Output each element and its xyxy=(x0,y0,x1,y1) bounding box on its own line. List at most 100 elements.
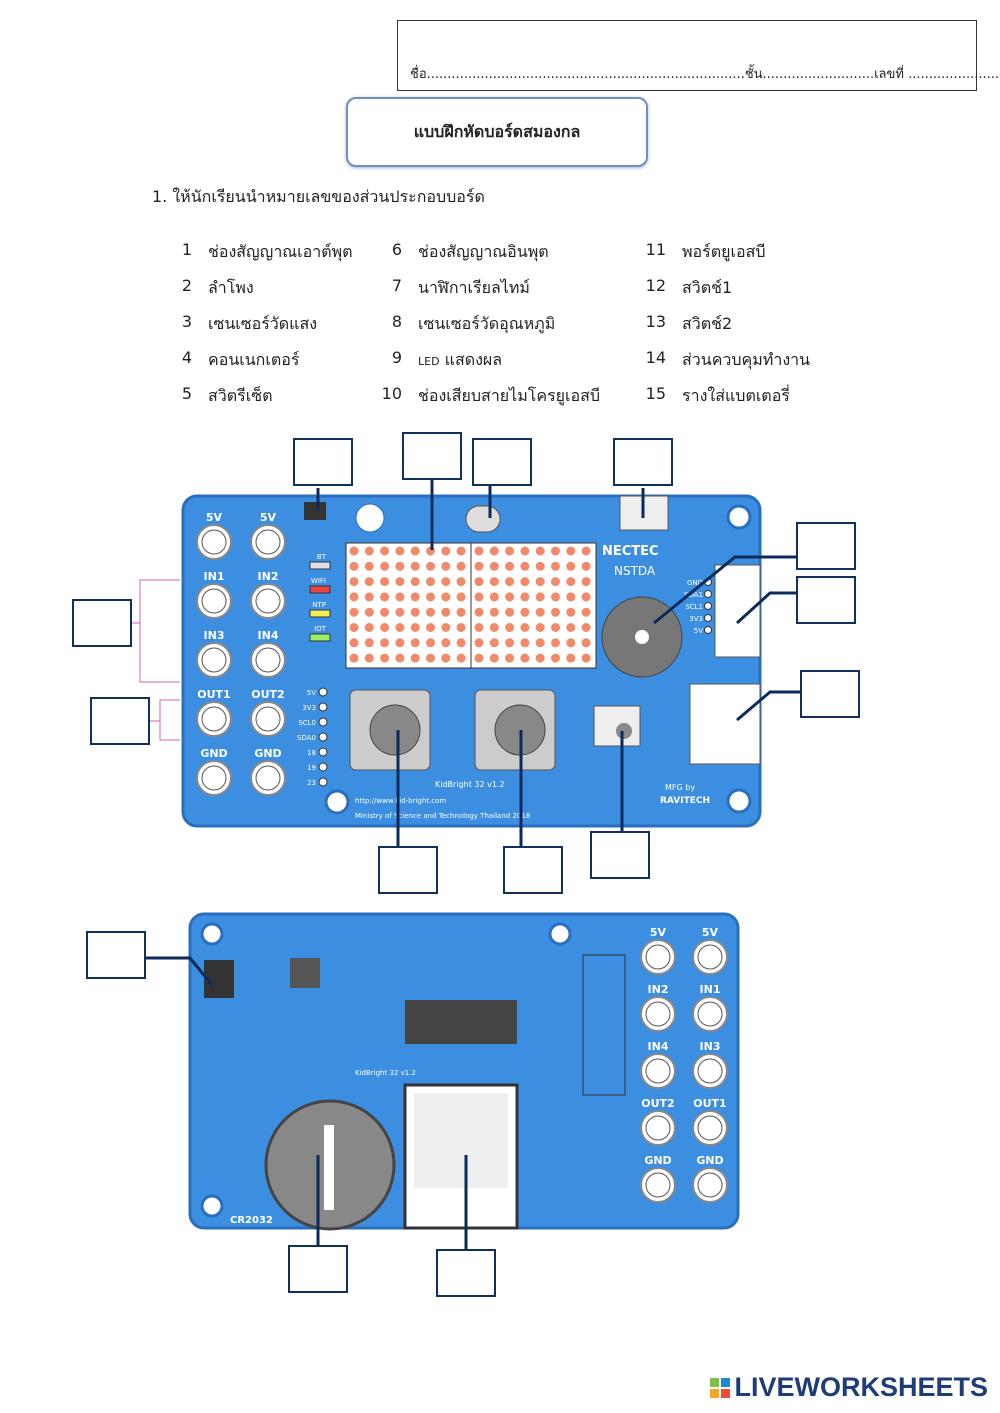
matrix-led xyxy=(456,592,466,602)
connector xyxy=(689,683,761,765)
matrix-led xyxy=(364,638,374,648)
legend-label: คอนเนกเตอร์ xyxy=(208,350,300,369)
matrix-led xyxy=(474,623,484,632)
legend-label: ช่องเสียบสายไมโครยูเอสบี xyxy=(418,386,601,405)
matrix-led xyxy=(551,546,560,556)
io-pin-label: 3V3 xyxy=(302,704,316,712)
matrix-led xyxy=(474,592,484,602)
matrix-led xyxy=(349,653,359,663)
led-label: IOT xyxy=(314,625,327,633)
matrix-led xyxy=(474,577,484,587)
matrix-led xyxy=(520,653,530,663)
matrix-led xyxy=(566,546,576,556)
matrix-led xyxy=(426,592,435,602)
matrix-led xyxy=(551,592,560,602)
pin-jack: IN3 xyxy=(692,1040,728,1089)
matrix-led xyxy=(364,561,374,571)
answer-box-14[interactable] xyxy=(288,1245,348,1293)
matrix-led xyxy=(441,623,451,632)
matrix-led xyxy=(581,607,591,617)
pin-jack: OUT2 xyxy=(250,688,286,737)
matrix-led xyxy=(380,638,390,648)
answer-box-4[interactable] xyxy=(613,438,673,486)
matrix-led xyxy=(505,546,515,556)
pin-jack: GND xyxy=(196,747,232,796)
reset-switch xyxy=(593,705,641,747)
answer-box-1[interactable] xyxy=(293,438,353,486)
answer-box-15[interactable] xyxy=(436,1249,496,1297)
matrix-led xyxy=(535,653,545,663)
matrix-led xyxy=(505,577,515,587)
legend-number: 4 xyxy=(181,348,192,367)
matrix-led xyxy=(380,561,390,571)
legend-label: สวิตช์2 xyxy=(682,314,733,333)
matrix-led xyxy=(441,592,451,602)
answer-box-12[interactable] xyxy=(590,831,650,879)
pin-jack: 5V xyxy=(250,511,286,560)
answer-box-9[interactable] xyxy=(90,697,150,745)
battery-label: CR2032 xyxy=(230,1215,273,1226)
matrix-led xyxy=(410,592,420,602)
legend-number: 2 xyxy=(181,276,192,295)
answer-box-6[interactable] xyxy=(796,576,856,624)
legend-label: รางใส่แบตเตอรี่ xyxy=(682,386,790,405)
matrix-led xyxy=(349,546,359,556)
legend-item: 15 รางใส่แบตเตอรี่ xyxy=(634,384,810,420)
pin-label: IN1 xyxy=(700,983,721,996)
legend-number: 10 xyxy=(381,384,402,403)
matrix-led xyxy=(581,592,591,602)
legend-number: 14 xyxy=(645,348,666,367)
matrix-led xyxy=(456,546,466,556)
answer-box-5[interactable] xyxy=(796,522,856,570)
matrix-led xyxy=(364,577,374,587)
pin-jack: IN1 xyxy=(692,983,728,1032)
matrix-led xyxy=(551,577,560,587)
pin-jack: IN2 xyxy=(250,570,286,619)
matrix-led xyxy=(535,592,545,602)
legend-item: 4 คอนเนกเตอร์ xyxy=(160,348,353,384)
pin-jack: IN4 xyxy=(640,1040,676,1089)
answer-box-13[interactable] xyxy=(86,931,146,979)
pin-jack: 5V xyxy=(640,926,676,975)
answer-box-11[interactable] xyxy=(503,846,563,894)
answer-box-8[interactable] xyxy=(72,599,132,647)
answer-box-10[interactable] xyxy=(378,846,438,894)
matrix-led xyxy=(380,623,390,632)
matrix-led xyxy=(380,592,390,602)
matrix-led xyxy=(410,546,420,556)
matrix-led xyxy=(566,653,576,663)
matrix-led xyxy=(489,607,499,617)
io-pin-label: SCL0 xyxy=(298,719,316,727)
matrix-led xyxy=(456,623,466,632)
matrix-led xyxy=(426,607,435,617)
matrix-led xyxy=(566,561,576,571)
matrix-led xyxy=(364,546,374,556)
pin-label: GND xyxy=(200,747,227,760)
matrix-led xyxy=(426,638,435,648)
answer-box-2[interactable] xyxy=(402,432,462,480)
liveworksheets-icon xyxy=(710,1377,731,1398)
answer-box-3[interactable] xyxy=(472,438,532,486)
ic-chip xyxy=(405,1000,517,1044)
legend-number: 15 xyxy=(645,384,666,403)
pin-label: OUT2 xyxy=(251,688,284,701)
matrix-led xyxy=(441,577,451,587)
matrix-led xyxy=(581,561,591,571)
matrix-led xyxy=(349,607,359,617)
brand-text: LIVEWORKSHEETS xyxy=(734,1372,988,1402)
answer-box-7[interactable] xyxy=(800,670,860,718)
i2c-pin-label: SDA1 xyxy=(684,591,703,599)
matrix-led xyxy=(489,623,499,632)
pointer-lines xyxy=(146,480,800,1249)
matrix-led xyxy=(551,561,560,571)
matrix-led xyxy=(535,561,545,571)
